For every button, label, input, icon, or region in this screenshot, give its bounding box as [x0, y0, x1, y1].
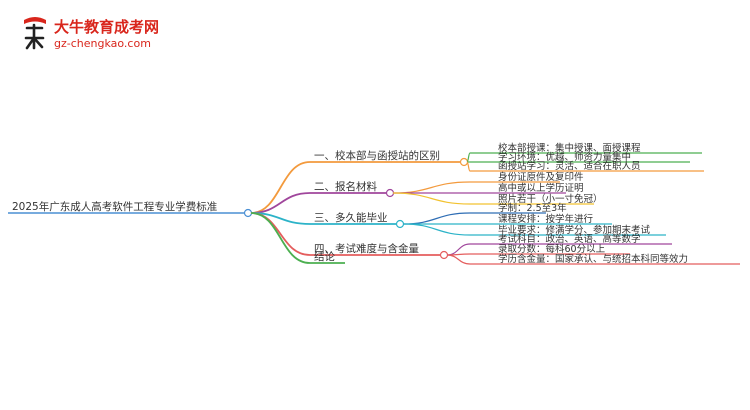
child-label: 考试科目：政治、英语、高等数学 — [498, 233, 641, 245]
child-label: 录取分数：每科60分以上 — [498, 243, 606, 255]
child-label: 函授站学习：灵活、适合在职人员 — [498, 160, 641, 172]
branch-connector — [250, 192, 311, 214]
branch-node-dot — [385, 188, 395, 198]
niu-logo-icon — [24, 17, 46, 50]
child-connector — [446, 243, 471, 256]
branch-connector — [250, 212, 311, 264]
child-label: 课程安排：按学年进行 — [498, 213, 594, 225]
branch-node-dot — [459, 157, 469, 167]
child-label: 学制：2.5至3年 — [498, 202, 567, 214]
child-connector — [466, 152, 471, 163]
child-connector — [392, 181, 471, 194]
branch-label: 结论 — [314, 250, 335, 263]
branch-label: 二、报名材料 — [314, 180, 377, 193]
child-label: 学习环境：优越、师资力量集中 — [498, 151, 631, 163]
child-connector — [392, 192, 471, 205]
branch-connector — [250, 161, 311, 214]
child-connector — [466, 161, 471, 172]
child-label: 学历含金量：国家承认、与统招本科同等效力 — [498, 253, 688, 265]
site-logo[interactable]: 大牛教育成考网 gz-chengkao.com — [18, 14, 178, 56]
child-connector — [402, 212, 471, 225]
branch-label: 一、校本部与函授站的区别 — [314, 149, 440, 162]
child-label: 高中或以上学历证明 — [498, 182, 584, 194]
child-label: 照片若干（小一寸免冠） — [498, 193, 603, 205]
logo-url: gz-chengkao.com — [54, 37, 151, 50]
child-label: 毕业要求：修满学分、参加期末考试 — [498, 224, 651, 236]
root-node-dot — [243, 208, 253, 218]
child-connector — [446, 254, 471, 265]
branch-node-dot — [439, 250, 449, 260]
child-label: 身份证原件及复印件 — [498, 171, 584, 183]
branch-label: 三、多久能毕业 — [314, 211, 388, 224]
branch-label: 四、考试难度与含金量 — [314, 242, 419, 255]
child-label: 校本部授课：集中授课、面授课程 — [498, 142, 641, 154]
child-connector — [402, 223, 471, 236]
branch-node-dot — [395, 219, 405, 229]
root-node-label: 2025年广东成人高考软件工程专业学费标准 — [12, 200, 217, 213]
logo-title: 大牛教育成考网 — [54, 18, 160, 36]
